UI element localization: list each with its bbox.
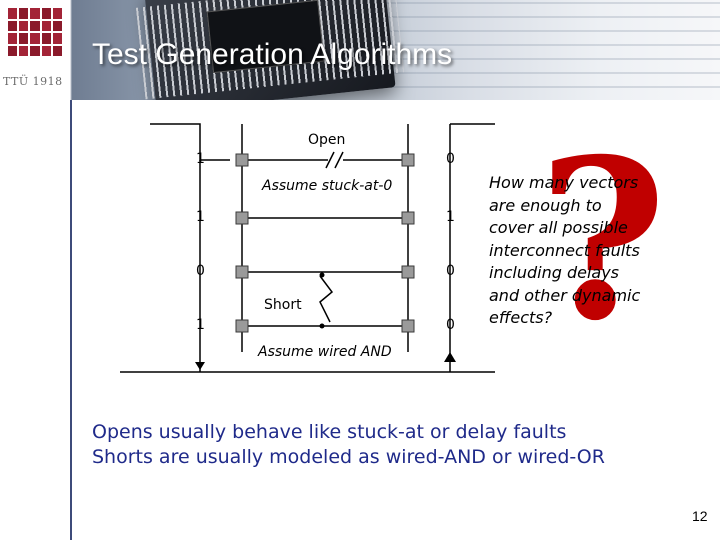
down-arrow-icon xyxy=(195,362,205,370)
pin-left-4 xyxy=(235,319,249,333)
question-line: cover all possible xyxy=(489,218,628,237)
slide-title: Test Generation Algorithms xyxy=(92,38,453,71)
pin-right-4 xyxy=(401,319,415,333)
question-mark-icon: ? xyxy=(538,110,667,369)
short-label: Short xyxy=(264,297,302,313)
left-value-2: 1 xyxy=(196,209,205,225)
left-divider xyxy=(70,100,72,540)
left-value-4: 1 xyxy=(196,317,205,333)
pin-left-3 xyxy=(235,265,249,279)
right-value-3: 0 xyxy=(446,263,455,279)
circuit-board-image xyxy=(380,0,720,100)
short-node xyxy=(319,272,325,278)
question-line: and other dynamic xyxy=(489,285,641,305)
pin-left-2 xyxy=(235,211,249,225)
right-value-2: 1 xyxy=(446,209,455,225)
left-bus-top-line xyxy=(150,123,230,161)
logo-text: TTÜ 1918 xyxy=(3,75,63,88)
question-line: are enough to xyxy=(489,195,602,215)
pin-right-3 xyxy=(401,265,415,279)
left-value-3: 0 xyxy=(196,263,205,279)
left-value-1: 1 xyxy=(196,151,205,167)
pin-left-1 xyxy=(235,153,249,167)
summary-text: Opens usually behave like stuck-at or de… xyxy=(92,420,605,470)
pin-right-2 xyxy=(401,211,415,225)
short-node xyxy=(319,323,325,329)
short-lightning-icon xyxy=(319,275,334,323)
header-banner: TTÜ 1918 Test Generation Algorithms xyxy=(0,0,720,100)
open-label: Open xyxy=(308,132,346,148)
up-arrow-icon xyxy=(444,352,456,362)
question-text: How many vectors are enough to cover all… xyxy=(489,172,640,330)
right-value-4: 0 xyxy=(446,317,455,333)
summary-line: Opens usually behave like stuck-at or de… xyxy=(92,421,567,443)
open-break-icon xyxy=(325,151,344,169)
summary-line: Shorts are usually modeled as wired-AND … xyxy=(92,446,605,468)
page-number: 12 xyxy=(692,508,708,524)
pin-right-1 xyxy=(401,153,415,167)
right-value-1: 0 xyxy=(446,151,455,167)
question-line: effects? xyxy=(489,308,553,327)
open-note: Assume stuck-at-0 xyxy=(262,178,393,194)
question-line: How many vectors xyxy=(489,173,639,192)
university-logo: TTÜ 1918 xyxy=(0,0,70,100)
question-line: interconnect faults xyxy=(489,240,640,260)
short-note: Assume wired AND xyxy=(258,344,392,360)
question-line: including delays xyxy=(489,263,620,282)
